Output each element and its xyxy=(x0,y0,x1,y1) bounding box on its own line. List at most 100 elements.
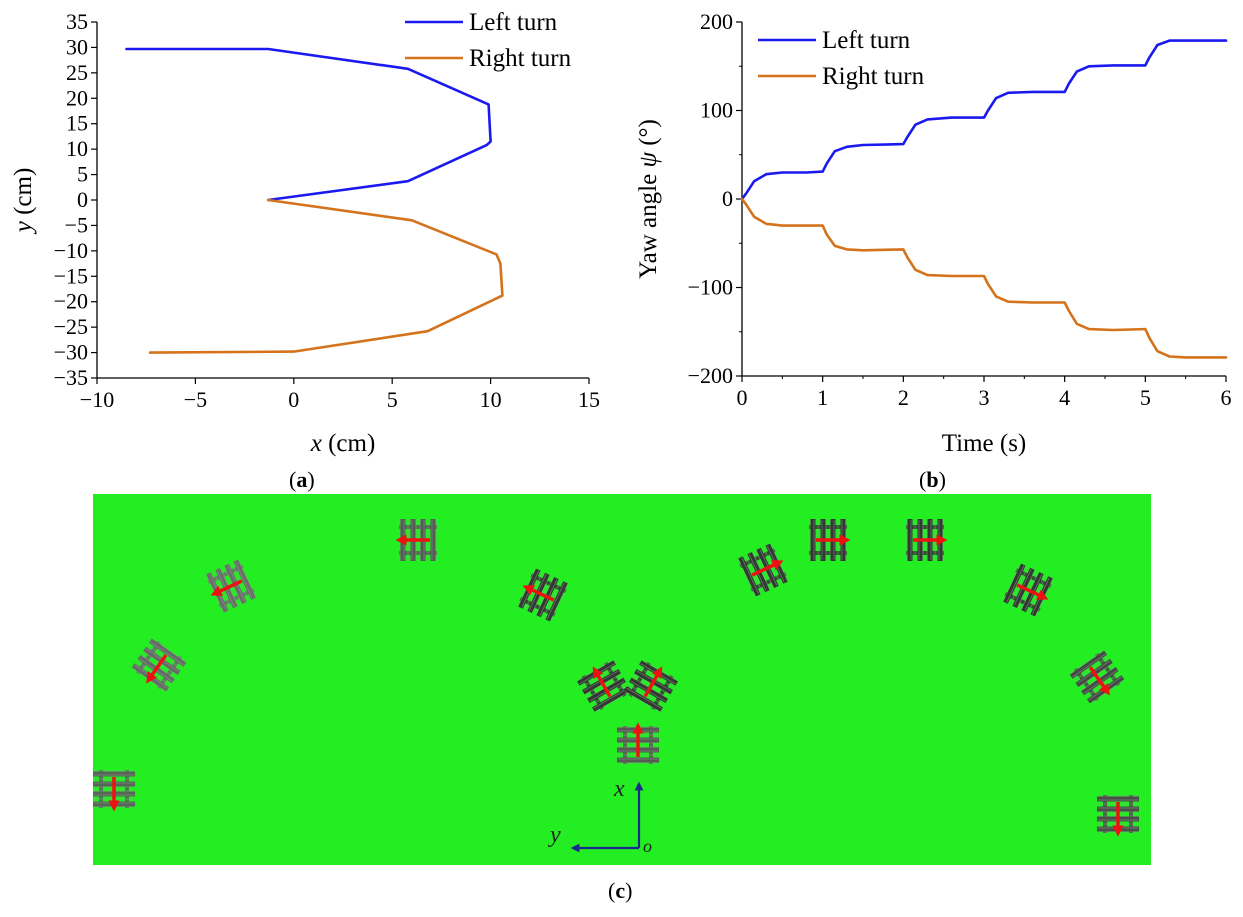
x-tick-label: −10 xyxy=(80,387,114,412)
robot-mesh-line xyxy=(238,560,257,597)
series-line-right-turn xyxy=(148,198,504,354)
heading-arrow xyxy=(1088,666,1110,696)
x-tick-label: 4 xyxy=(1059,385,1070,410)
robot-pose xyxy=(1097,795,1139,837)
robot-mesh-line xyxy=(1002,564,1021,601)
robot-mesh-line xyxy=(546,582,565,620)
y-tick-label: −35 xyxy=(54,365,88,390)
x-tick-label: 10 xyxy=(480,387,502,412)
y-tick-label: −100 xyxy=(688,275,733,300)
y-tick-label: 100 xyxy=(700,98,733,123)
series-line-left-turn xyxy=(125,47,492,202)
robot-pose xyxy=(809,519,851,561)
heading-arrow xyxy=(751,560,784,577)
panel-label-a: (a) xyxy=(289,467,315,492)
y-tick-label: 0 xyxy=(77,187,88,212)
y-tick-label: −5 xyxy=(65,212,88,237)
robot-mesh-line xyxy=(150,641,184,666)
robot-crossbar xyxy=(1095,652,1121,687)
robot-mesh-line xyxy=(152,638,186,663)
robot-pose xyxy=(577,660,631,712)
x-axis-label: Time (s) xyxy=(942,430,1027,457)
robot-pose xyxy=(617,722,659,764)
robot-crossbar xyxy=(1129,795,1133,833)
robot-crossbar xyxy=(135,640,161,675)
x-tick-label: 3 xyxy=(979,385,990,410)
heading-arrow xyxy=(643,666,663,698)
experiment-photo: x y o xyxy=(93,494,1151,865)
x-tick-label: 6 xyxy=(1221,385,1232,410)
robot-pose xyxy=(737,543,789,597)
x-tick-label: 15 xyxy=(578,387,600,412)
x-tick-label: 1 xyxy=(817,385,828,410)
robot-pose xyxy=(906,519,948,561)
robot-pose xyxy=(624,660,678,712)
frame-origin-label: o xyxy=(643,836,652,856)
robot-mesh-line xyxy=(626,687,662,709)
robot-pose xyxy=(395,519,437,561)
robot-pose xyxy=(205,559,257,613)
robot-mesh-line xyxy=(1006,565,1025,603)
robot-crossbar xyxy=(649,726,653,764)
robot-pose xyxy=(1069,650,1125,704)
y-axis-label: y (cm) xyxy=(10,168,37,236)
robot-crossbar xyxy=(1073,667,1099,702)
series-line-left-turn xyxy=(740,39,1228,201)
robot-crossbar xyxy=(906,551,944,555)
y-tick-label: 10 xyxy=(66,136,88,161)
robot-pose xyxy=(517,568,569,622)
y-tick-label: 5 xyxy=(77,162,88,187)
robot-mesh-line xyxy=(741,557,760,595)
series-line-right-turn xyxy=(740,197,1228,359)
robot-crossbar xyxy=(906,525,944,529)
robot-mesh-line xyxy=(234,561,253,599)
legend-label-left-turn: Left turn xyxy=(469,9,558,36)
y-tick-label: −30 xyxy=(54,340,88,365)
frame-x-label: x xyxy=(613,776,625,802)
robot-rail xyxy=(810,519,816,561)
robot-mesh-line xyxy=(737,559,756,596)
y-tick-label: −200 xyxy=(688,363,733,388)
robot-rail xyxy=(430,519,436,561)
x-tick-label: 2 xyxy=(898,385,909,410)
robot-mesh-line xyxy=(550,584,569,621)
y-tick-label: 35 xyxy=(66,9,88,34)
robot-mesh-line xyxy=(593,687,629,709)
heading-arrow xyxy=(146,654,168,684)
y-tick-label: −25 xyxy=(54,314,88,339)
x-axis-label: x (cm) xyxy=(310,430,376,457)
y-tick-label: 200 xyxy=(700,9,733,34)
y-tick-label: −10 xyxy=(54,238,88,263)
robot-crossbar xyxy=(125,770,129,808)
heading-arrow xyxy=(210,579,243,596)
panel-label-c: (c) xyxy=(608,878,633,903)
y-tick-label: 20 xyxy=(66,85,88,110)
robot-mesh-line xyxy=(1072,653,1106,678)
heading-arrow xyxy=(522,585,555,602)
robot-crossbar xyxy=(623,726,627,764)
robot-crossbar xyxy=(99,770,103,808)
y-tick-label: 0 xyxy=(722,186,733,211)
y-axis-label: Yaw angle ψ (°) xyxy=(635,119,662,279)
robot-mesh-line xyxy=(1070,650,1104,675)
legend-label-right-turn: Right turn xyxy=(469,45,572,72)
robot-crossbar xyxy=(157,655,183,690)
robot-mesh-line xyxy=(624,691,660,712)
robot-crossbar xyxy=(809,525,847,529)
x-tick-label: 5 xyxy=(387,387,398,412)
panel-label-b: (b) xyxy=(919,467,946,492)
robot-crossbar xyxy=(1103,795,1107,833)
y-tick-label: 30 xyxy=(66,34,88,59)
legend-label-right-turn: Right turn xyxy=(822,63,925,90)
robot-pose xyxy=(131,638,187,692)
y-tick-label: 15 xyxy=(66,111,88,136)
y-tick-label: −20 xyxy=(54,289,88,314)
heading-arrow xyxy=(1016,583,1049,600)
frame-y-label: y xyxy=(548,822,561,848)
heading-arrow xyxy=(592,666,612,698)
x-tick-label: −5 xyxy=(184,387,207,412)
y-tick-label: 25 xyxy=(66,60,88,85)
x-tick-label: 0 xyxy=(288,387,299,412)
